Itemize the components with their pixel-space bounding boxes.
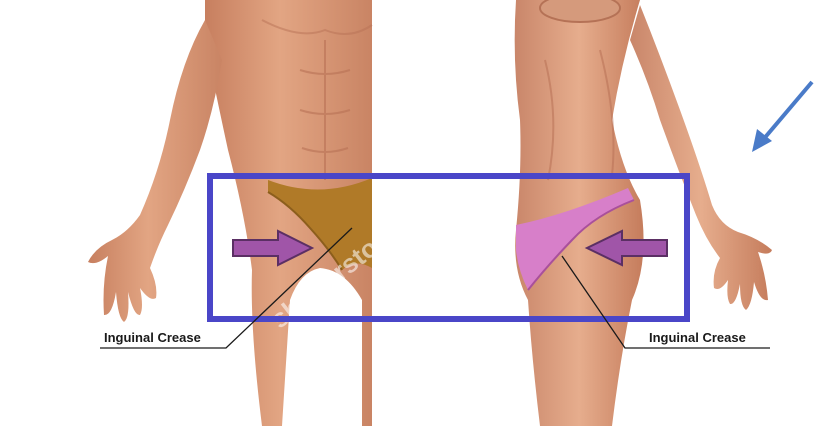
right-arm [630, 5, 772, 310]
left-arm [88, 20, 222, 322]
left-figure [88, 0, 372, 426]
callout-arrow-icon [752, 82, 812, 152]
inguinal-crease-label-left: Inguinal Crease [104, 330, 201, 345]
right-chest [540, 0, 620, 22]
inguinal-crease-label-right: Inguinal Crease [649, 330, 746, 345]
right-figure [515, 0, 772, 426]
